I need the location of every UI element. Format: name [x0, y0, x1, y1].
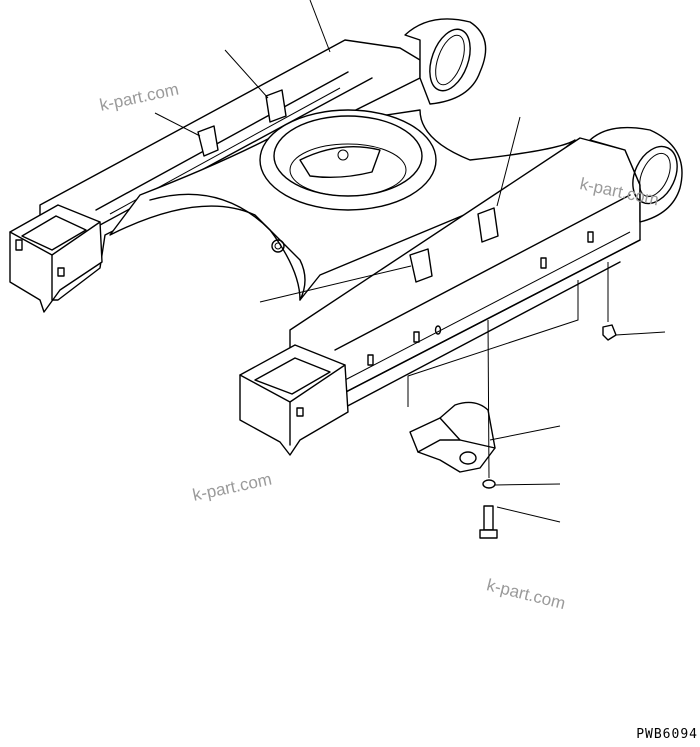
center-frame [109, 109, 576, 301]
drawing-code: PWB6094 [636, 727, 698, 742]
washer [482, 479, 496, 489]
plug [602, 324, 617, 341]
leader-lines [154, 0, 666, 523]
bolt [479, 505, 498, 539]
track-guard [409, 401, 496, 473]
right-side-frame [239, 126, 683, 456]
